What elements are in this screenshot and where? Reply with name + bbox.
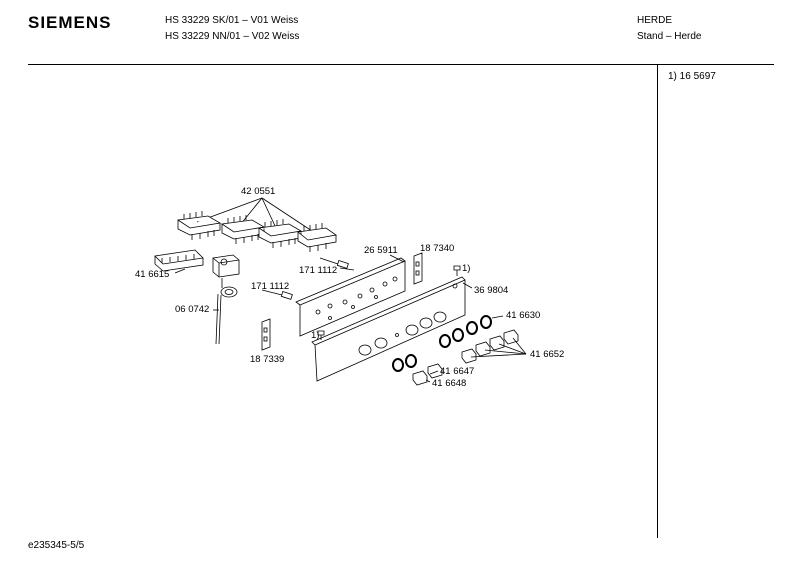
control-back-panel	[295, 257, 406, 337]
notes-divider	[657, 64, 658, 538]
part-label: 41 6652	[530, 349, 565, 360]
control-front-panel	[311, 276, 466, 382]
thermostat	[212, 254, 240, 345]
knob-ring	[392, 315, 492, 372]
part-label: 41 6615	[135, 269, 170, 280]
leader-line	[239, 197, 263, 226]
leader-line	[425, 379, 431, 383]
leader-line	[512, 337, 527, 355]
category-title: HERDE	[637, 15, 673, 26]
leader-line	[429, 370, 439, 375]
model-line-2: HS 33229 NN/01 – V02 Weiss	[165, 31, 300, 42]
leader-line	[261, 197, 277, 229]
screw	[453, 265, 461, 276]
leader-line	[389, 254, 405, 263]
model-list: HS 33229 SK/01 – V01 Weiss HS 33229 NN/0…	[165, 13, 299, 45]
part-label: 26 5911	[364, 245, 398, 256]
leader-line	[484, 349, 527, 355]
part-label: 1)	[311, 330, 320, 341]
part-label: 18 7340	[420, 243, 455, 254]
part-label: 06 0742	[175, 304, 210, 315]
part-label: 18 7339	[250, 354, 285, 365]
control-knob	[412, 363, 443, 386]
leader-line	[462, 282, 473, 289]
part-label: 171 1112	[299, 265, 338, 276]
control-knob	[461, 329, 519, 364]
indicator-lamp	[261, 289, 293, 300]
part-label: 41 6647	[440, 366, 475, 377]
document-id: e235345-5/5	[28, 540, 85, 551]
part-label: 1)	[462, 263, 471, 274]
mounting-bracket	[413, 252, 423, 285]
leader-line	[261, 197, 313, 232]
switch-block	[176, 211, 222, 240]
part-label: 41 6648	[432, 378, 467, 389]
switch-block	[297, 223, 338, 252]
part-label: 171 1112	[251, 281, 290, 292]
screw	[317, 330, 325, 340]
terminal-strip	[154, 249, 204, 272]
indicator-lamp	[319, 257, 355, 271]
model-line-1: HS 33229 SK/01 – V01 Weiss	[165, 15, 299, 26]
leader-line	[498, 343, 527, 355]
mounting-bracket	[261, 318, 271, 351]
leader-line	[470, 353, 527, 358]
part-label: 42 0551	[241, 186, 276, 197]
category-subtitle: Stand – Herde	[637, 31, 702, 42]
switch-block	[257, 219, 303, 248]
leader-line	[491, 315, 504, 319]
brand-logo: SIEMENS	[28, 13, 112, 32]
part-label: 41 6630	[506, 310, 541, 321]
category-block: HERDE Stand – Herde	[637, 13, 702, 45]
part-label: 36 9804	[474, 285, 509, 296]
switch-block	[220, 215, 266, 244]
leader-line	[174, 268, 186, 274]
header-rule	[28, 64, 774, 65]
footnote-1: 1) 16 5697	[668, 71, 716, 82]
